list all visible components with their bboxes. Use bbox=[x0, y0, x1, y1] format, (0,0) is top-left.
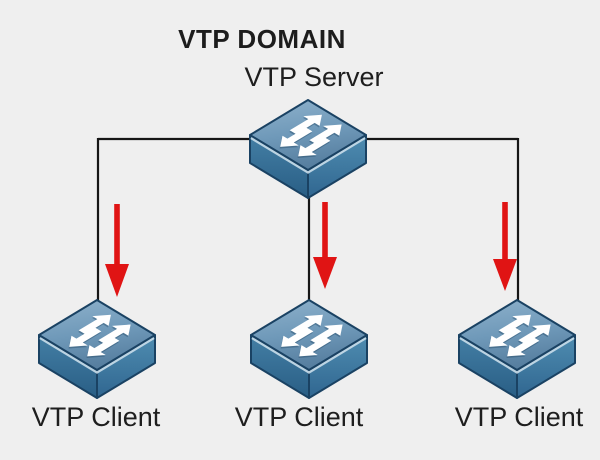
vtp-server-label: VTP Server bbox=[244, 62, 384, 92]
vtp-client-3-label: VTP Client bbox=[454, 402, 584, 432]
diagram-title: VTP DOMAIN bbox=[178, 24, 346, 54]
vtp-advertisement-arrow-3 bbox=[493, 202, 517, 291]
vtp-server-switch-icon bbox=[248, 98, 368, 202]
vtp-advertisement-arrow-2 bbox=[313, 202, 337, 289]
vtp-advertisement-arrow-1 bbox=[105, 204, 129, 297]
vtp-client-1-label: VTP Client bbox=[31, 402, 161, 432]
vtp-client-2-switch-icon bbox=[249, 298, 369, 402]
vtp-client-3-switch-icon bbox=[457, 298, 577, 402]
vtp-client-2-label: VTP Client bbox=[234, 402, 364, 432]
vtp-client-1-switch-icon bbox=[37, 298, 157, 402]
